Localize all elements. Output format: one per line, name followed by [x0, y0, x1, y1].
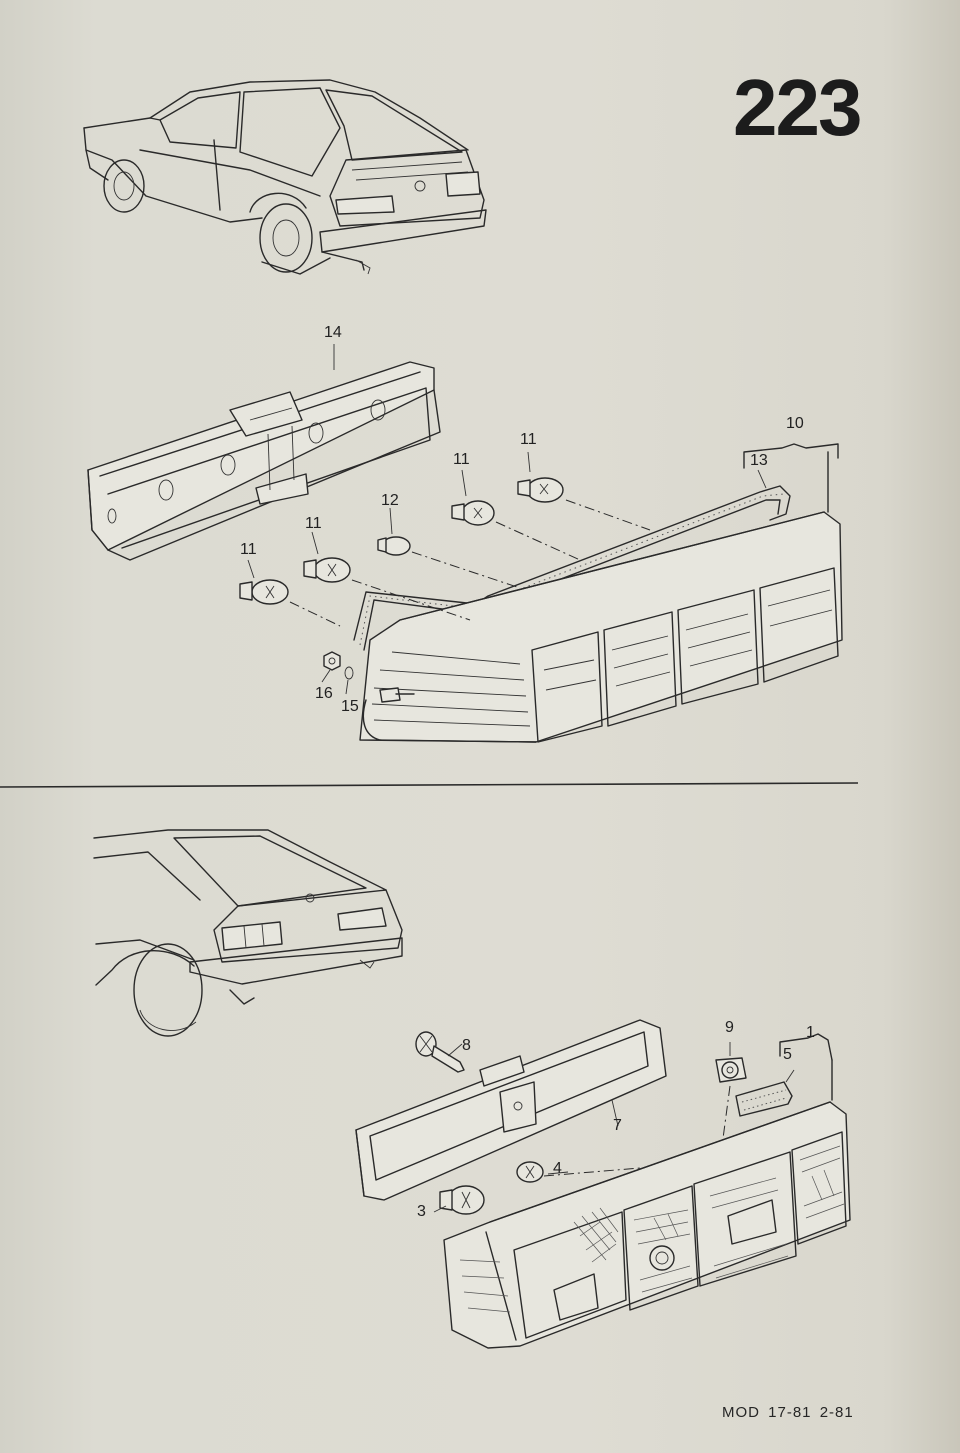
callout-7: 7 [613, 1117, 622, 1134]
car-rear-three-quarter-view [83, 79, 487, 275]
page-number: 223 [733, 63, 862, 152]
callout-11: 11 [240, 541, 257, 558]
callout-10: 10 [786, 415, 804, 432]
model-date-code: MOD 17-81 2-81 [722, 1404, 854, 1421]
car-rear-view [93, 829, 403, 1037]
callout-5: 5 [783, 1046, 792, 1063]
callout-11: 11 [305, 515, 322, 532]
section-divider [0, 782, 859, 788]
callout-9: 9 [725, 1019, 734, 1036]
callout-13: 13 [750, 452, 768, 469]
callout-11: 11 [453, 451, 470, 468]
callout-12: 12 [381, 492, 399, 509]
callout-14: 14 [324, 324, 342, 341]
trim-panel-14 [87, 361, 441, 561]
callout-15: 15 [341, 698, 359, 715]
callout-16: 16 [315, 685, 333, 702]
callout-4: 4 [553, 1160, 562, 1177]
tail-light-assembly-1 [443, 1033, 851, 1349]
callout-1: 1 [806, 1024, 815, 1041]
bulbs-11-12 [239, 344, 767, 695]
callout-11: 11 [520, 431, 537, 448]
trim-frame-7 [355, 1019, 747, 1215]
tail-light-assembly-10 [323, 443, 843, 743]
callout-8: 8 [462, 1037, 471, 1054]
callout-3: 3 [417, 1203, 426, 1220]
